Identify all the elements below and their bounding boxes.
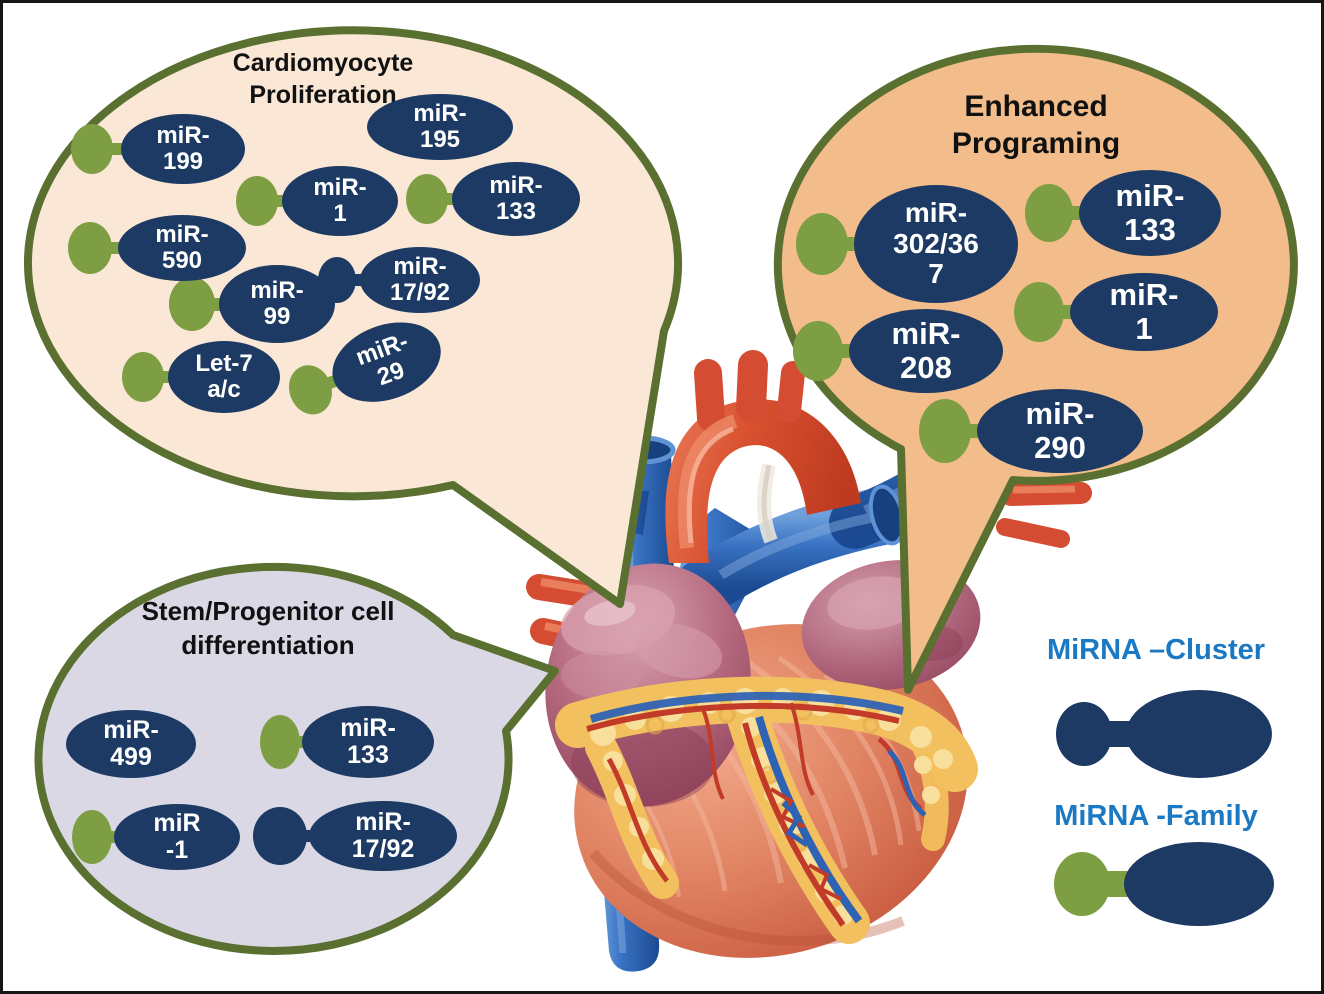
mirna-pill-family: miR- 1 bbox=[236, 166, 398, 236]
family-stem-icon bbox=[236, 176, 278, 226]
heart-illustration bbox=[526, 298, 1095, 972]
cluster-stem-icon bbox=[1056, 702, 1112, 766]
mirna-label: miR- 499 bbox=[66, 710, 196, 778]
mirna-pill-family: miR- 133 bbox=[1025, 170, 1221, 256]
mirna-label: Let-7 a/c bbox=[168, 341, 280, 413]
mirna-label: miR- 195 bbox=[367, 94, 513, 160]
mirna-label: miR- 1 bbox=[1070, 273, 1218, 351]
family-stem-icon bbox=[68, 222, 112, 274]
mirna-pill-family: miR -1 bbox=[72, 804, 240, 870]
mirna-label: miR -1 bbox=[114, 804, 240, 870]
family-stem-icon bbox=[1054, 852, 1110, 916]
family-stem-icon bbox=[169, 277, 215, 331]
mirna-pill-cluster: miR- 17/92 bbox=[253, 801, 457, 871]
family-stem-icon bbox=[260, 715, 300, 769]
family-stem-icon bbox=[71, 124, 113, 174]
bubble-title-cardiomyocyte-proliferation: Cardiomyocyte Proliferation bbox=[232, 49, 414, 109]
mirna-label: miR- 1 bbox=[282, 166, 398, 236]
mirna-pill-plain: miR- 195 bbox=[367, 94, 513, 160]
mirna-pill-cluster: miR- 17/92 bbox=[318, 247, 480, 313]
mirna-pill-family: miR- 208 bbox=[793, 309, 1003, 393]
family-stem-icon bbox=[919, 399, 971, 463]
mirna-label: miR- 133 bbox=[302, 706, 434, 778]
mirna-label: miR- 17/92 bbox=[360, 247, 480, 313]
family-ellipse bbox=[1124, 842, 1274, 926]
mirna-label: miR- 590 bbox=[118, 215, 246, 281]
mirna-pill-family: miR- 290 bbox=[919, 389, 1143, 473]
cluster-stem-icon bbox=[253, 807, 307, 865]
mirna-pill-family: miR- 199 bbox=[71, 114, 245, 184]
mirna-label: miR- 302/36 7 bbox=[854, 185, 1018, 303]
mirna-pill-plain: miR- 499 bbox=[66, 710, 196, 778]
legend-cluster-label: MiRNA –Cluster bbox=[1046, 634, 1266, 666]
bubble-title-enhanced-programing: Enhanced Programing bbox=[951, 90, 1121, 160]
mirna-pill-family: miR- 133 bbox=[260, 706, 434, 778]
family-stem-icon bbox=[122, 352, 164, 402]
bubble-title-stem-progenitor: Stem/Progenitor cell differentiation bbox=[141, 596, 395, 660]
mirna-label: miR- 199 bbox=[121, 114, 245, 184]
mirna-label: miR- 133 bbox=[1079, 170, 1221, 256]
mirna-label: miR- 99 bbox=[219, 265, 335, 343]
family-stem-icon bbox=[796, 213, 848, 275]
mirna-label: miR- 17/92 bbox=[309, 801, 457, 871]
mirna-label: miR- 290 bbox=[977, 389, 1143, 473]
mirna-pill-family: miR- 302/36 7 bbox=[796, 185, 1018, 303]
mirna-label: miR- 208 bbox=[849, 309, 1003, 393]
legend-family-label: MiRNA -Family bbox=[1054, 800, 1258, 832]
family-stem-icon bbox=[1025, 184, 1073, 242]
family-glyph-icon bbox=[1054, 842, 1274, 926]
mirna-pill-family: miR- 590 bbox=[68, 215, 246, 281]
family-stem-icon bbox=[793, 321, 843, 381]
mirna-pill-family: Let-7 a/c bbox=[122, 341, 280, 413]
mirna-pill-family: miR- 1 bbox=[1014, 273, 1218, 351]
cluster-glyph-icon bbox=[1056, 690, 1272, 778]
family-stem-icon bbox=[1014, 282, 1064, 342]
mirna-label: miR- 133 bbox=[452, 162, 580, 236]
mirna-pill-family: miR- 133 bbox=[406, 162, 580, 236]
family-stem-icon bbox=[72, 810, 112, 864]
mirna-pill-family: miR- 99 bbox=[169, 265, 335, 343]
cluster-ellipse bbox=[1126, 690, 1272, 778]
family-stem-icon bbox=[406, 174, 448, 224]
